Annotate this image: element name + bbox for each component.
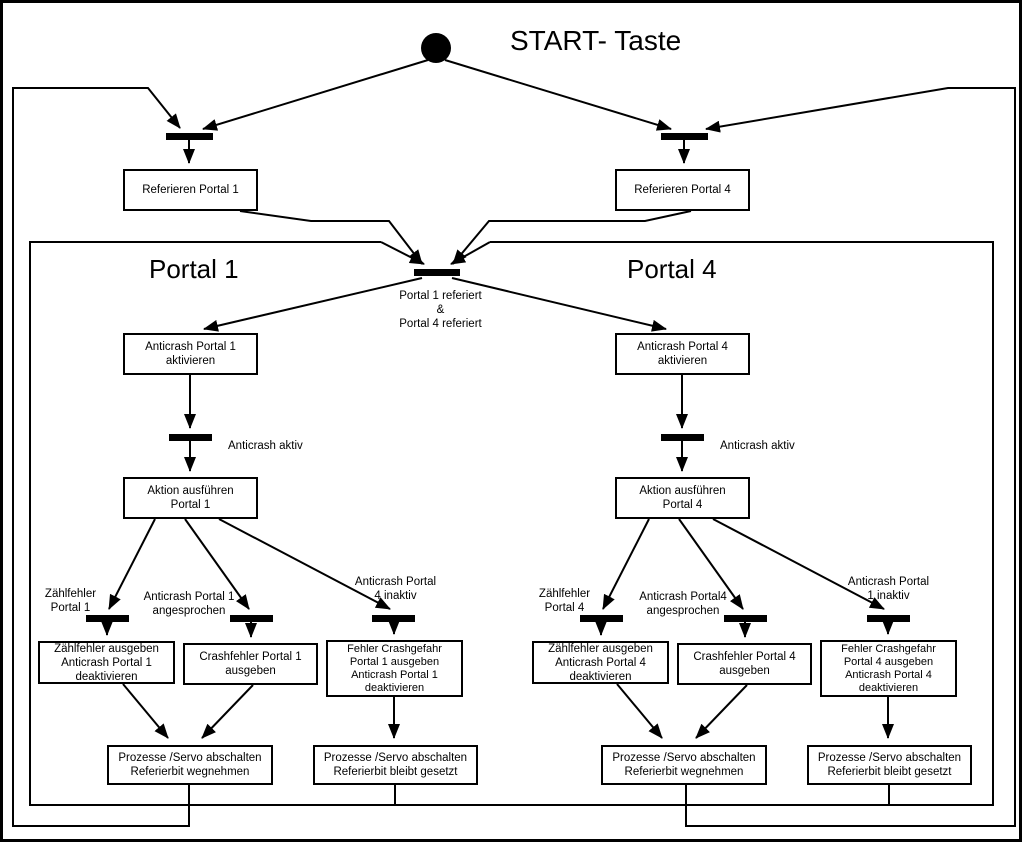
transition-bar-sync xyxy=(414,269,460,276)
transition-bar-anticrash-right xyxy=(661,434,704,441)
diagram-canvas xyxy=(12,33,1016,827)
box-aktion-ausfuehren-right: Aktion ausführen Portal 4 xyxy=(615,477,750,519)
box-shutdown-wegnehmen-right: Prozesse /Servo abschalten Referierbit w… xyxy=(601,745,767,785)
label-anticrash-aktiv-left: Anticrash aktiv xyxy=(228,440,303,452)
label-sync-condition: Portal 1 referiert & Portal 4 referiert xyxy=(399,290,482,330)
box-referieren-portal-4: Referieren Portal 4 xyxy=(615,169,750,211)
box-anticrash-aktivieren-left: Anticrash Portal 1 aktivieren xyxy=(123,333,258,375)
box-shutdown-gesetzt-left: Prozesse /Servo abschalten Referierbit b… xyxy=(313,745,478,785)
start-node-icon xyxy=(421,33,451,63)
edge-error2-to-shutdown-right xyxy=(695,684,748,739)
box-crashfehler-right: Crashfehler Portal 4 ausgeben xyxy=(677,643,812,685)
transition-bar-zaehlfehler-left xyxy=(86,615,129,622)
label-branch-angesprochen-left: Anticrash Portal 1 angesprochen xyxy=(143,591,235,617)
edge-action-to-branch3-left xyxy=(218,518,391,610)
edge-sync-to-activate-left xyxy=(203,277,423,332)
label-branch-zaehlfehler-left: Zählfehler Portal 1 xyxy=(44,588,97,614)
box-anticrash-aktivieren-right: Anticrash Portal 4 aktivieren xyxy=(615,333,750,375)
heading-portal-1: Portal 1 xyxy=(149,254,239,284)
box-zaehlfehler-ausgeben-left: Zählfehler ausgeben Anticrash Portal 1 d… xyxy=(38,641,175,684)
box-aktion-ausfuehren-left: Aktion ausführen Portal 1 xyxy=(123,477,258,519)
edge-action-to-branch3-right xyxy=(712,518,885,610)
edge-action-to-branch1-right xyxy=(602,518,650,610)
box-zaehlfehler-ausgeben-right: Zählfehler ausgeben Anticrash Portal 4 d… xyxy=(532,641,669,684)
box-shutdown-wegnehmen-left: Prozesse /Servo abschalten Referierbit w… xyxy=(107,745,273,785)
transition-bar-referieren-left xyxy=(166,133,213,140)
box-shutdown-gesetzt-right: Prozesse /Servo abschalten Referierbit b… xyxy=(807,745,972,785)
edge-referieren-left-to-sync xyxy=(239,210,423,265)
edge-sync-to-activate-right xyxy=(451,277,667,332)
edge-action-to-branch2-right xyxy=(678,518,744,610)
loop-outer-left xyxy=(12,87,190,827)
edge-error1-to-shutdown-left xyxy=(122,683,169,739)
edge-start-to-left xyxy=(202,59,429,131)
label-branch-inaktiv-right: Anticrash Portal 1 inaktiv xyxy=(847,576,930,602)
edge-start-to-right xyxy=(444,59,672,131)
edge-referieren-right-to-sync xyxy=(452,210,692,265)
transition-bar-angesprochen-right xyxy=(724,615,767,622)
transition-bar-angesprochen-left xyxy=(230,615,273,622)
box-fehler-crashgefahr-right: Fehler Crashgefahr Portal 4 ausgeben Ant… xyxy=(820,640,957,697)
loop-inner-arrow-left xyxy=(380,241,425,265)
label-branch-inaktiv-left: Anticrash Portal 4 inaktiv xyxy=(354,576,437,602)
transition-bar-anticrash-left xyxy=(169,434,212,441)
edge-action-to-branch1-left xyxy=(108,518,156,610)
box-referieren-portal-1: Referieren Portal 1 xyxy=(123,169,258,211)
loop-outer-right xyxy=(685,87,1016,827)
label-anticrash-aktiv-right: Anticrash aktiv xyxy=(720,440,795,452)
transition-bar-inaktiv-left xyxy=(372,615,415,622)
box-crashfehler-left: Crashfehler Portal 1 ausgeben xyxy=(183,643,318,685)
label-branch-zaehlfehler-right: Zählfehler Portal 4 xyxy=(538,588,591,614)
label-branch-angesprochen-right: Anticrash Portal4 angesprochen xyxy=(639,591,727,617)
loop-inner-rect xyxy=(29,241,994,806)
page-title: START- Taste xyxy=(510,25,682,56)
edge-error2-to-shutdown-left xyxy=(201,684,254,739)
heading-portal-4: Portal 4 xyxy=(627,254,717,284)
edge-action-to-branch2-left xyxy=(184,518,250,610)
edge-error1-to-shutdown-right xyxy=(616,683,663,739)
loop-inner-arrow-right xyxy=(450,241,491,265)
transition-bar-zaehlfehler-right xyxy=(580,615,623,622)
box-fehler-crashgefahr-left: Fehler Crashgefahr Portal 1 ausgeben Ant… xyxy=(326,640,463,697)
transition-bar-referieren-right xyxy=(661,133,708,140)
transition-bar-inaktiv-right xyxy=(867,615,910,622)
